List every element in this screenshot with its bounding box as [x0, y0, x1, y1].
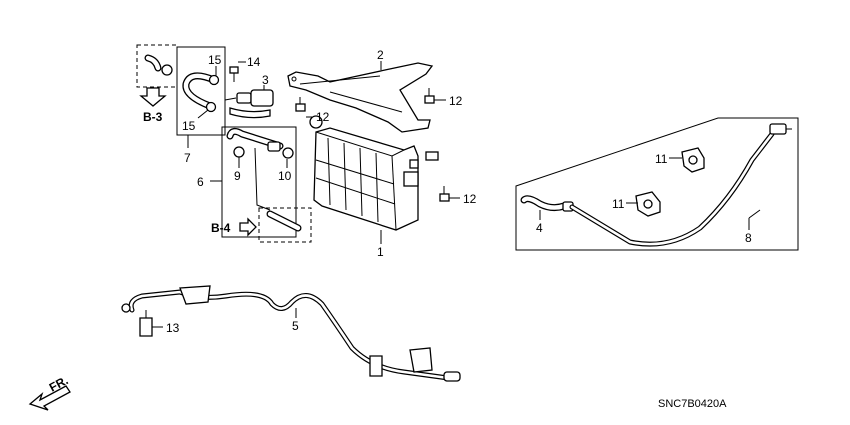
- callout-2: 2: [377, 48, 384, 62]
- callout-7: 7: [184, 151, 191, 165]
- callout-9: 9: [234, 169, 241, 183]
- callout-11-lower: 11: [612, 197, 625, 211]
- callout-13: 13: [166, 321, 180, 335]
- callout-12-left: 12: [316, 110, 330, 124]
- bolt-12-c: [439, 186, 450, 202]
- callout-15b: 15: [182, 119, 196, 133]
- clamp-15-upper: [208, 74, 220, 86]
- callout-15a: 15: [208, 53, 222, 67]
- group-6-box: [221, 126, 297, 238]
- callout-1: 1: [377, 245, 384, 259]
- clamp-10: [282, 147, 294, 159]
- front-arrow-icon: [28, 385, 71, 411]
- bolt-13: [139, 310, 153, 337]
- callout-12-right-top: 12: [449, 94, 463, 108]
- purge-valve-3: [229, 89, 274, 119]
- bolt-12-b: [424, 88, 435, 104]
- b4-connector-box: [258, 207, 312, 243]
- clamp-9: [233, 146, 245, 158]
- callout-5: 5: [292, 319, 299, 333]
- diagram-code: SNC7B0420A: [658, 398, 727, 410]
- clip-11-lower: [635, 191, 661, 217]
- clamp-15-lower: [205, 101, 217, 113]
- b4-arrow: [239, 217, 257, 237]
- bolt-12-a: [295, 97, 306, 112]
- group-7-box: [176, 46, 226, 136]
- callout-12-right-bottom: 12: [463, 192, 477, 206]
- callout-10: 10: [278, 169, 292, 183]
- callout-6: 6: [197, 175, 204, 189]
- b3-connector-box: [136, 44, 178, 88]
- bracket-2: [287, 62, 434, 133]
- evap-canister-1: [309, 115, 439, 231]
- bolt-14: [229, 66, 239, 82]
- b4-reference: B-4: [211, 221, 231, 235]
- callout-8: 8: [745, 231, 752, 245]
- pipe-5: [121, 285, 461, 382]
- callout-14: 14: [247, 55, 261, 69]
- b3-reference: B-3: [143, 110, 163, 124]
- b3-arrow: [139, 87, 167, 107]
- callout-3: 3: [262, 73, 269, 87]
- group-8-box: [515, 117, 799, 251]
- callout-11-upper: 11: [655, 152, 668, 166]
- clip-11-upper: [681, 147, 705, 173]
- callout-4: 4: [536, 221, 543, 235]
